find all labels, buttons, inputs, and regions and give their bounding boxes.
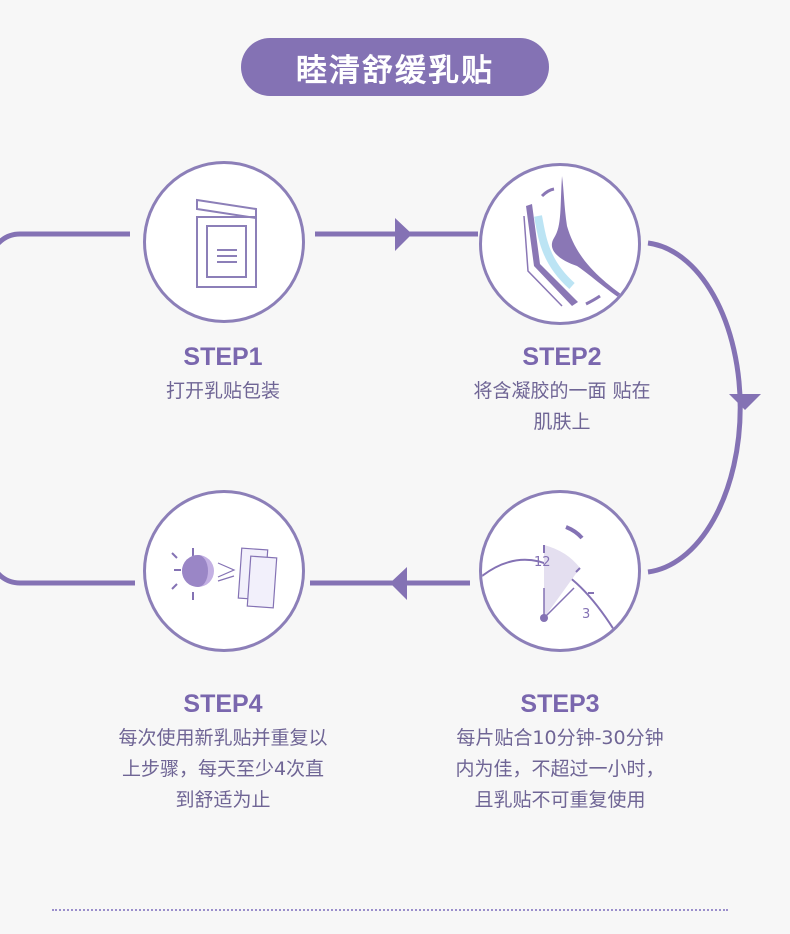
arrow-down-icon [729,394,761,410]
step4-label: STEP4 [183,690,263,718]
clock-label-3: 3 [582,607,590,622]
step3-description: 每片贴合10分钟-30分钟内为佳，不超过一小时，且乳贴不可重复使用 [455,727,665,811]
step2-description: 将含凝胶的一面 贴在肌肤上 [473,380,651,433]
step2-label: STEP2 [522,343,602,371]
step1-icon-circle [143,161,305,323]
step3-text: STEP3 每片贴合10分钟-30分钟内为佳，不超过一小时，且乳贴不可重复使用 [430,690,690,816]
step4-text: STEP4 每次使用新乳贴并重复以上步骤，每天至少4次直到舒适为止 [93,690,353,816]
daily-repeat-icon [171,547,278,609]
step4-icon-circle [143,490,305,652]
step4-description: 每次使用新乳贴并重复以上步骤，每天至少4次直到舒适为止 [118,727,328,811]
clock-icon: 12 3 [482,525,623,644]
package-icon [196,198,257,288]
connector-left-bottom [0,571,135,586]
clock-label-12: 12 [534,555,551,570]
step3-label: STEP3 [520,690,600,718]
step2-icon-circle [479,163,641,325]
arrow-right-icon [395,218,412,251]
dotted-divider [52,909,728,911]
connector-left-top [0,231,130,246]
step2-text: STEP2 将含凝胶的一面 贴在肌肤上 [432,343,692,438]
arrow-left-icon [390,567,407,600]
apply-patch-icon [523,176,632,307]
step1-description: 打开乳贴包装 [165,380,280,402]
page-title: 睦清舒缓乳贴 [241,38,549,96]
connector-right-arc [647,240,743,575]
step3-icon-circle: 12 3 [479,490,641,652]
step1-text: STEP1 打开乳贴包装 [93,343,353,407]
step1-label: STEP1 [183,343,263,371]
